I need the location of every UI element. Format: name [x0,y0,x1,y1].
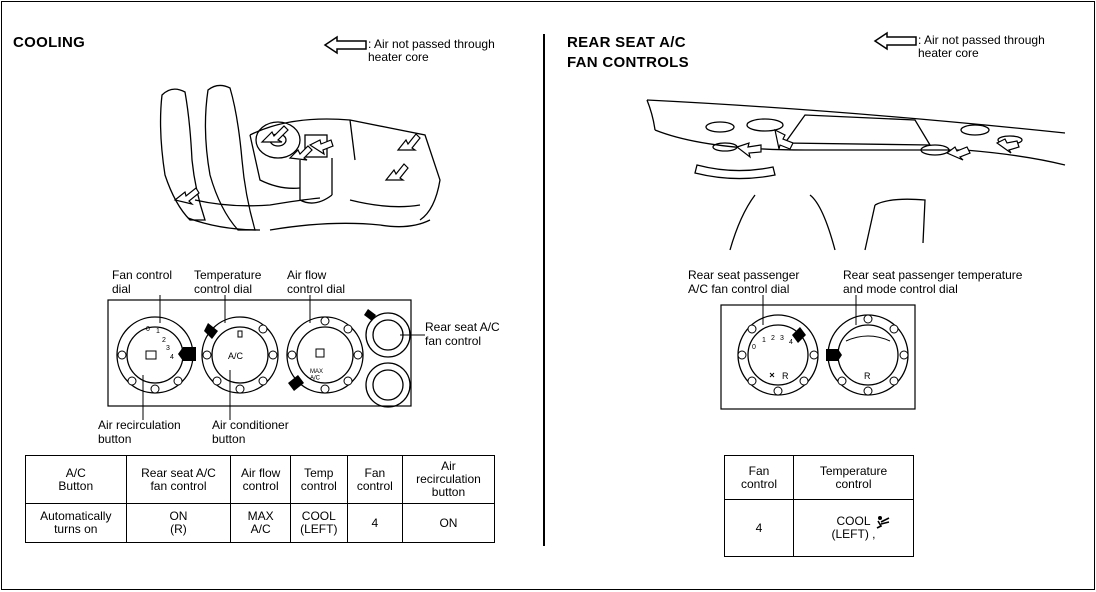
left-legend-note: : Air not passed through heater core [368,37,495,64]
rear-fan-num-1: 1 [762,337,766,344]
rear-seat-ac-fan-control-label: Rear seat A/C fan control [425,320,500,348]
table-header-ac-button: A/C Button [25,455,127,504]
rear-table-cell-fan: 4 [724,499,794,557]
rear-seat-title: REAR SEAT A/C FAN CONTROLS [567,34,689,71]
rear-table-header-temp: Temperature control [793,455,914,500]
table-header-air-flow: Air flow control [230,455,291,504]
table-header-rear-fan: Rear seat A/C fan control [125,455,232,504]
rear-fan-dial-label: Rear seat passenger A/C fan control dial [688,268,800,296]
air-not-heated-arrow-icon [873,31,917,51]
rear-fan-num-3: 3 [780,335,784,342]
center-divider [543,34,545,546]
table-cell-recirculation: ON [401,503,496,543]
face-vent-mode-icon [876,516,890,529]
rear-settings-table: Fan control Temperature control 4 COOL (… [724,455,914,557]
cooling-settings-table: A/C Button Rear seat A/C fan control Air… [25,455,496,543]
fan-num-3: 3 [166,345,170,352]
rear-control-panel: 0 1 2 3 4 R R [720,295,916,410]
rear-table-cell-temp-text: COOL (LEFT) , [831,514,876,541]
fan-control-dial-label: Fan control dial [112,268,173,296]
table-cell-rear-fan: ON (R) [125,503,232,543]
table-header-temp: Temp control [289,455,348,504]
rear-table-cell-temp: COOL (LEFT) , [793,499,914,557]
air-recirculation-button-label: Air recirculation button [98,418,181,446]
fan-num-4: 4 [170,354,174,361]
table-header-fan: Fan control [346,455,403,504]
air-not-heated-arrow-icon [323,35,367,55]
rear-fan-num-2: 2 [771,335,775,342]
rear-temp-dial-label: Rear seat passenger temperature and mode… [843,268,1023,296]
table-cell-fan: 4 [346,503,403,543]
ac-button-text: A/C [228,351,244,361]
air-flow-control-dial-label: Air flow control dial [287,268,346,296]
cooling-title: COOLING [13,34,86,51]
rear-fan-num-0: 0 [752,344,756,351]
rear-temp-r-text: R [864,371,871,381]
right-legend-note: : Air not passed through heater core [918,33,1045,60]
rear-fan-r-text: R [782,371,789,381]
front-cabin-illustration [159,84,441,231]
temperature-control-dial-label: Temperature control dial [194,268,262,296]
rear-fan-num-4: 4 [789,339,793,346]
fan-num-2: 2 [162,337,166,344]
table-cell-ac-button: Automatically turns on [25,503,127,543]
table-cell-air-flow: MAX A/C [230,503,291,543]
rear-ceiling-illustration [646,99,1066,251]
air-conditioner-button-label: Air conditioner button [212,418,289,446]
rear-table-header-fan: Fan control [724,455,794,500]
table-cell-temp: COOL (LEFT) [289,503,348,543]
fan-num-0: 0 [146,326,150,333]
table-header-recirculation: Air recirculation button [401,455,496,504]
fan-num-1: 1 [156,328,160,335]
